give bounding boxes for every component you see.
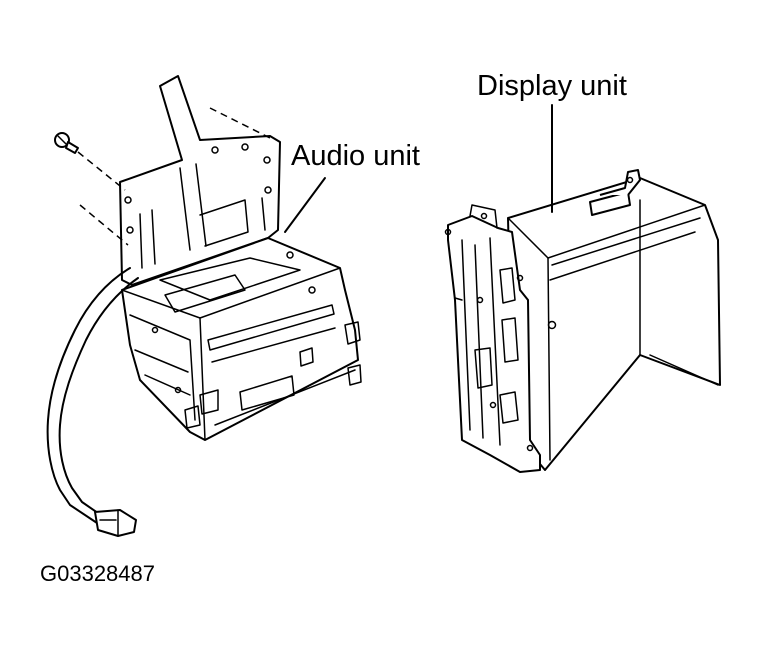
audio-unit-leader <box>284 177 326 233</box>
audio-unit-label: Audio unit <box>291 140 420 172</box>
audio-unit-illustration <box>46 75 362 537</box>
display-unit-illustration <box>444 104 721 473</box>
screw-icon <box>54 132 79 154</box>
display-unit-label: Display unit <box>477 70 627 102</box>
audio-unit-connector <box>94 509 137 537</box>
audio-unit-harness <box>46 267 131 526</box>
figure-id-label: G03328487 <box>40 561 155 586</box>
